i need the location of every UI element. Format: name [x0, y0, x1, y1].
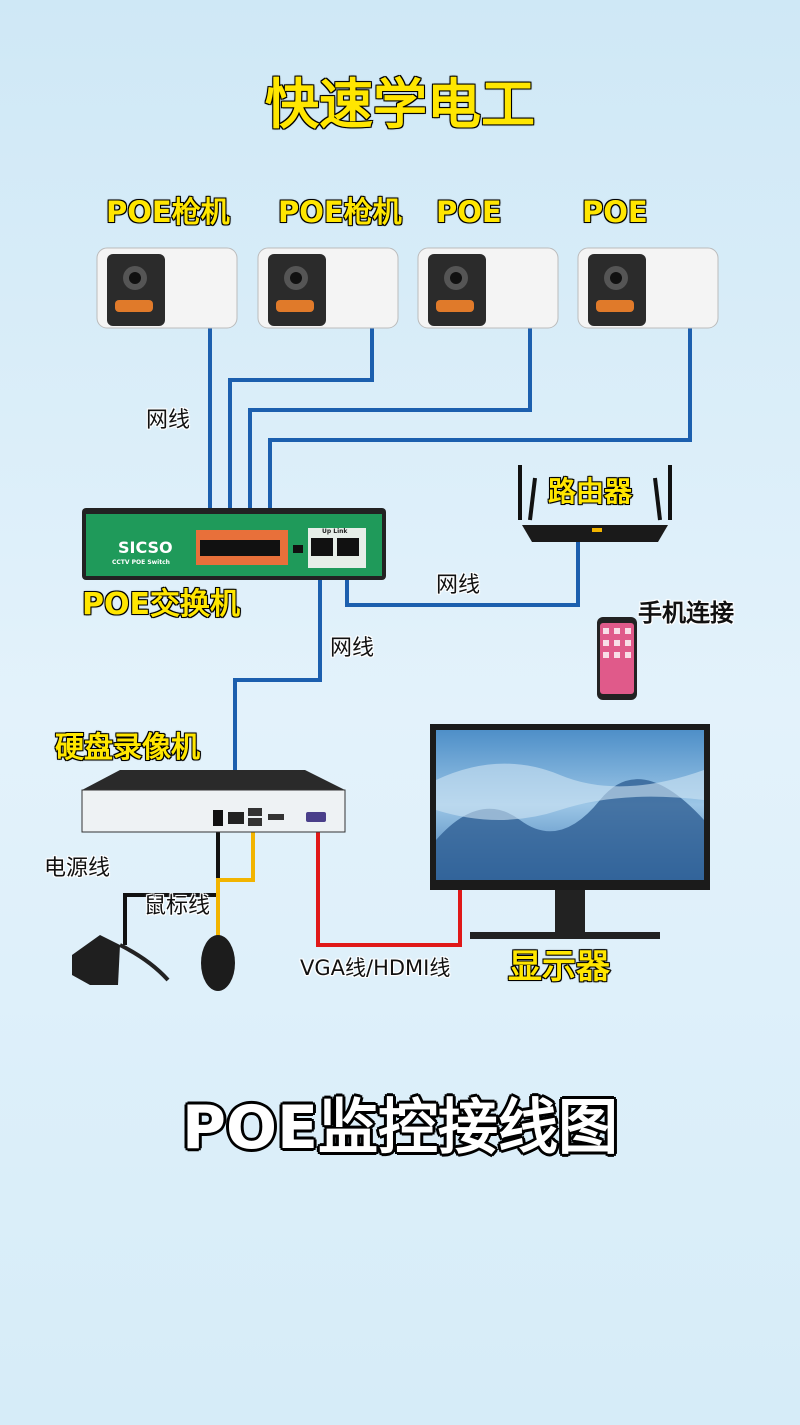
camera-2-label: POE枪机 [277, 195, 402, 229]
phone-label: 手机连接 [638, 599, 734, 627]
footer-title: POE监控接线图 [182, 1093, 618, 1163]
switch-label: POE交换机 [81, 587, 240, 622]
camera-1-icon [96, 247, 238, 329]
camera-3-cable [248, 320, 532, 545]
power-adapter-icon [72, 935, 170, 985]
camera-1-label: POE枪机 [105, 195, 230, 229]
video-cable-label: VGA线/HDMI线 [300, 956, 451, 980]
camera-3-label: POE [435, 195, 502, 229]
camera-4-cable [268, 318, 692, 545]
poe-switch-icon [82, 508, 386, 580]
nvr-cable [233, 548, 322, 815]
camera-cable-label: 网线 [146, 408, 191, 433]
switch-subtitle: CCTV POE Switch [112, 559, 170, 566]
camera-4-icon [577, 247, 719, 329]
mouse-icon [201, 935, 235, 991]
camera-2-icon [257, 247, 399, 329]
power-cable-label: 电源线 [44, 856, 111, 881]
switch-brand: SICSO [118, 538, 173, 557]
nvr-cable-label: 网线 [330, 636, 375, 661]
switch-uplink-label: Up Link [322, 528, 348, 535]
router-cable-label: 网线 [436, 573, 481, 598]
phone-icon [597, 617, 637, 700]
router-icon [518, 465, 672, 542]
monitor-icon [430, 724, 710, 939]
mouse-cable-label: 鼠标线 [144, 894, 211, 919]
nvr-label: 硬盘录像机 [54, 730, 201, 764]
mouse-cable [216, 815, 255, 940]
monitor-label: 显示器 [507, 947, 611, 987]
page-title: 快速学电工 [264, 73, 536, 136]
camera-4-label: POE [581, 195, 648, 229]
camera-3-icon [417, 247, 559, 329]
nvr-icon [81, 770, 346, 833]
router-label: 路由器 [547, 475, 633, 508]
camera-icons [96, 247, 719, 329]
video-cable [316, 820, 462, 947]
power-cable [123, 820, 220, 945]
camera-2-cable [228, 320, 374, 545]
